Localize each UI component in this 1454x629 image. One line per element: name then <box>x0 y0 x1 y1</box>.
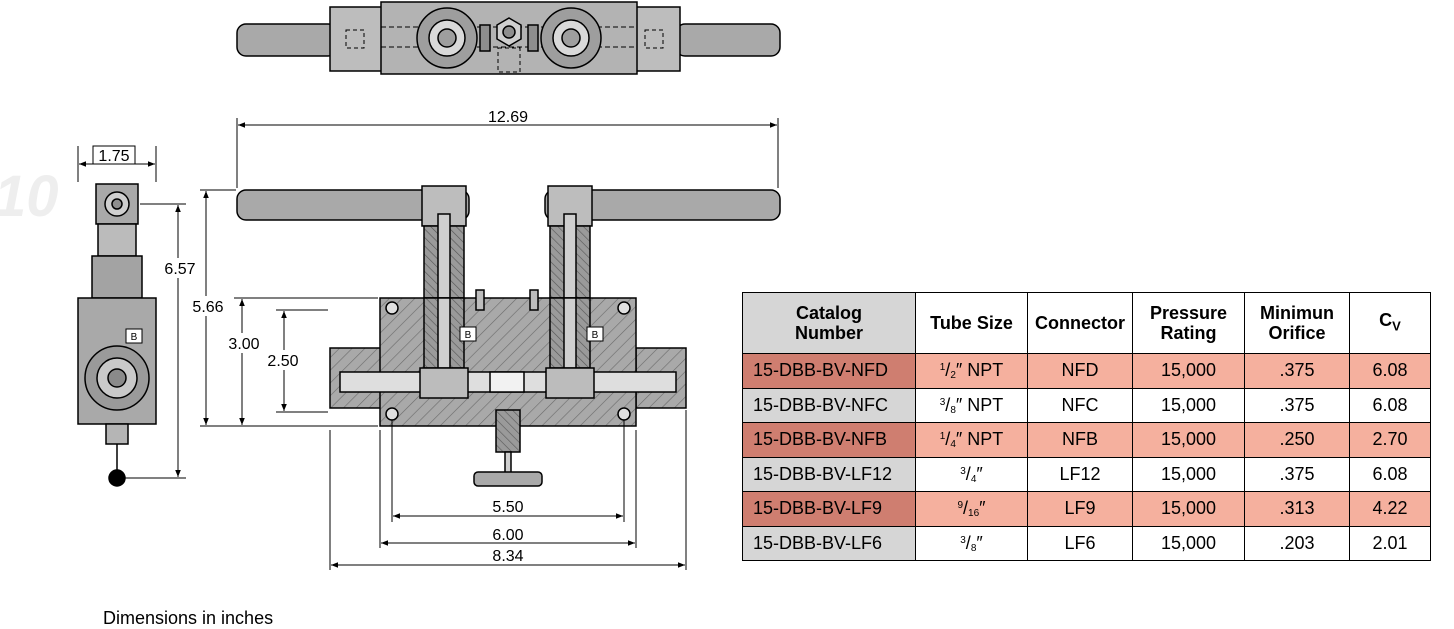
cell-tube-size: 1/2″ NPT <box>915 353 1028 389</box>
cell-catalog: 15-DBB-BV-LF9 <box>742 491 916 527</box>
cell-orifice: .203 <box>1244 525 1350 561</box>
cell-pressure: 15,000 <box>1132 525 1245 561</box>
table-row: 15-DBB-BV-NFC 3/8″ NPT NFC 15,000 .375 6… <box>742 387 1431 423</box>
cell-tube-size: 1/4″ NPT <box>915 422 1028 458</box>
cell-connector: LF12 <box>1027 456 1133 492</box>
cell-cv: 6.08 <box>1349 456 1431 492</box>
dim-front-height: 5.66 <box>192 299 223 316</box>
cell-pressure: 15,000 <box>1132 491 1245 527</box>
cell-tube-size: 3/4″ <box>915 456 1028 492</box>
front-marker-b-right: B <box>592 330 599 341</box>
top-view <box>236 1 781 75</box>
cell-connector: LF9 <box>1027 491 1133 527</box>
cell-catalog: 15-DBB-BV-NFB <box>742 422 916 458</box>
cell-orifice: .375 <box>1244 456 1350 492</box>
cell-connector: NFB <box>1027 422 1133 458</box>
dim-body-length: 6.00 <box>492 527 523 544</box>
cell-orifice: .250 <box>1244 422 1350 458</box>
front-section-view: B B <box>236 185 781 487</box>
cell-cv: 6.08 <box>1349 387 1431 423</box>
header-tube-size: Tube Size <box>915 292 1028 354</box>
cell-pressure: 15,000 <box>1132 353 1245 389</box>
cell-cv: 2.01 <box>1349 525 1431 561</box>
cell-connector: NFC <box>1027 387 1133 423</box>
dim-side-height: 6.57 <box>164 261 195 278</box>
dim-port-height-bg <box>262 350 304 370</box>
cell-catalog: 15-DBB-BV-LF6 <box>742 525 916 561</box>
cell-tube-size: 9/16″ <box>915 491 1028 527</box>
cell-catalog: 15-DBB-BV-NFC <box>742 387 916 423</box>
side-marker-b: B <box>131 332 138 343</box>
cell-connector: NFD <box>1027 353 1133 389</box>
cell-pressure: 15,000 <box>1132 422 1245 458</box>
dim-center-spacing: 5.50 <box>492 499 523 516</box>
dim-port-height: 2.50 <box>267 353 298 370</box>
table-row: 15-DBB-BV-LF12 3/4″ LF12 15,000 .375 6.0… <box>742 456 1431 492</box>
dim-overall-length: 12.69 <box>488 109 528 126</box>
cell-pressure: 15,000 <box>1132 456 1245 492</box>
cell-orifice: .313 <box>1244 491 1350 527</box>
cell-connector: LF6 <box>1027 525 1133 561</box>
header-cv: CV <box>1349 292 1431 354</box>
dim-side-height-bg <box>160 258 200 278</box>
dim-body-height-bg <box>222 333 264 353</box>
dim-body-height: 3.00 <box>228 336 259 353</box>
table-row: 15-DBB-BV-LF6 3/8″ LF6 15,000 .203 2.01 <box>742 525 1431 561</box>
dim-side-width-box <box>92 145 136 165</box>
cell-tube-size: 3/8″ NPT <box>915 387 1028 423</box>
dimensions-note: Dimensions in inches <box>103 608 274 628</box>
cell-pressure: 15,000 <box>1132 387 1245 423</box>
header-connector: Connector <box>1027 292 1133 354</box>
front-marker-b-left: B <box>465 330 472 341</box>
cell-cv: 4.22 <box>1349 491 1431 527</box>
side-view: B <box>77 183 157 487</box>
cell-catalog: 15-DBB-BV-LF12 <box>742 456 916 492</box>
table-row: 15-DBB-BV-NFB 1/4″ NPT NFB 15,000 .250 2… <box>742 422 1431 458</box>
watermark: 10 <box>0 164 59 229</box>
cell-catalog: 15-DBB-BV-NFD <box>742 353 916 389</box>
dim-port-length: 8.34 <box>492 548 523 565</box>
cell-tube-size: 3/8″ <box>915 525 1028 561</box>
cell-cv: 6.08 <box>1349 353 1431 389</box>
cell-orifice: .375 <box>1244 353 1350 389</box>
dimension-lines <box>77 118 779 570</box>
cell-orifice: .375 <box>1244 387 1350 423</box>
dim-side-width: 1.75 <box>98 148 129 165</box>
dim-front-height-bg <box>188 296 228 316</box>
table-row: 15-DBB-BV-LF9 9/16″ LF9 15,000 .313 4.22 <box>742 491 1431 527</box>
table-row: 15-DBB-BV-NFD 1/2″ NPT NFD 15,000 .375 6… <box>742 353 1431 389</box>
cell-cv: 2.70 <box>1349 422 1431 458</box>
